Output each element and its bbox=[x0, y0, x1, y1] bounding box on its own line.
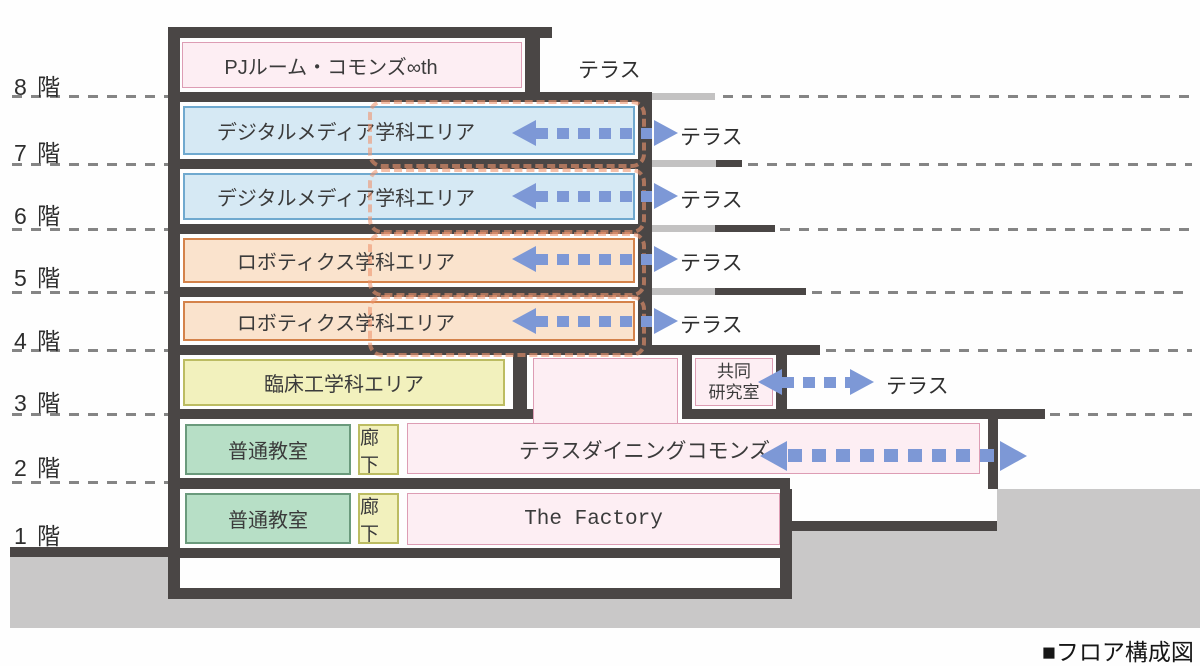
room-2f-corridor: 廊下 bbox=[358, 424, 399, 476]
arrowhead-right-icon-3f bbox=[850, 369, 874, 395]
arrow-dashes-3f bbox=[782, 377, 850, 388]
arrow-dashes-7f bbox=[536, 128, 652, 139]
arrowhead-right-icon-7f bbox=[654, 120, 678, 146]
floor-label-3f: 3 階 bbox=[14, 390, 63, 416]
wall-8f-right bbox=[525, 27, 540, 102]
room-2f-corridor-label: 廊下 bbox=[360, 427, 380, 476]
room-1f-corridor-label: 廊下 bbox=[360, 496, 380, 545]
room-1f-corridor: 廊下 bbox=[358, 493, 399, 545]
arrow-dashes-5f bbox=[536, 254, 652, 265]
ground-left bbox=[10, 557, 168, 628]
room-5f-robotics-label: ロボティクス学科エリア bbox=[236, 252, 456, 274]
room-1f-classroom: 普通教室 bbox=[185, 493, 351, 544]
room-8f-pj-commons-label: PJルーム・コモンズ∞th bbox=[224, 56, 438, 79]
slab-3f-left bbox=[168, 409, 533, 419]
floor-label-4f: 4 階 bbox=[14, 328, 63, 354]
level-line-5f-left bbox=[12, 291, 168, 294]
slab-4f bbox=[168, 345, 820, 355]
arrowhead-left-icon-3f bbox=[758, 369, 782, 395]
slab-6f bbox=[168, 224, 652, 234]
level-line-7f-left bbox=[12, 163, 168, 166]
wall-left bbox=[168, 27, 180, 599]
ground-right bbox=[997, 489, 1200, 628]
room-3f-joint-lab-line2: 研究室 bbox=[708, 383, 760, 402]
terrace-slab-5f-tip bbox=[715, 288, 806, 295]
room-1f-factory-label: The Factory bbox=[524, 507, 663, 531]
arrow-dashes-6f bbox=[536, 191, 652, 202]
wall-3f-right bbox=[513, 345, 527, 419]
floor-label-8f: 8 階 bbox=[14, 74, 63, 100]
slab-3f-right-canopy bbox=[682, 409, 1045, 419]
level-line-7f-right bbox=[748, 163, 1192, 166]
room-7f-digital-media: デジタルメディア学科エリア bbox=[183, 106, 635, 155]
slab-1f bbox=[168, 548, 792, 558]
room-6f-digital-media-label: デジタルメディア学科エリア bbox=[216, 188, 476, 210]
diagram-caption: ■フロア構成図 bbox=[1042, 639, 1194, 665]
terrace-label-7f: テラス bbox=[680, 126, 743, 149]
floor-label-1f: 1 階 bbox=[14, 523, 63, 549]
ground-line-left bbox=[10, 547, 168, 557]
arrowhead-left-icon-2f bbox=[760, 441, 787, 471]
terrace-label-6f: テラス bbox=[680, 189, 743, 212]
level-line-5f-right bbox=[812, 291, 1192, 294]
room-3f-clinical-eng-label: 臨床工学科エリア bbox=[264, 374, 424, 396]
level-line-6f-left bbox=[12, 228, 168, 231]
arrow-dashes-4f bbox=[536, 316, 652, 327]
terrace-label-8f: テラス bbox=[578, 59, 641, 82]
level-line-4f-right bbox=[826, 349, 1192, 352]
level-line-8f-right bbox=[723, 95, 1192, 98]
room-4f-robotics-label: ロボティクス学科エリア bbox=[236, 312, 456, 335]
level-line-6f-right bbox=[780, 228, 1192, 231]
room-1f-factory: The Factory bbox=[407, 493, 780, 545]
terrace-label-5f: テラス bbox=[680, 252, 743, 275]
terrace-slab-5f bbox=[652, 288, 715, 295]
terrace-slab-6f bbox=[652, 225, 715, 232]
arrowhead-right-icon-5f bbox=[654, 246, 678, 272]
terrace-label-4f: テラス bbox=[680, 314, 743, 337]
arrowhead-right-icon-2f bbox=[1000, 441, 1027, 471]
floor-label-2f: 2 階 bbox=[14, 455, 63, 481]
level-line-2f-left bbox=[12, 481, 168, 484]
terrace-slab-6f-tip bbox=[715, 225, 775, 232]
room-8f-pj-commons: PJルーム・コモンズ∞th bbox=[182, 42, 522, 88]
room-2f-commons-label-wrap: テラスダイニングコモンズ bbox=[407, 437, 882, 463]
arrowhead-left-icon-5f bbox=[512, 246, 536, 272]
terrace-slab-7f bbox=[652, 160, 716, 167]
floor-label-6f: 6 階 bbox=[14, 203, 63, 229]
room-2f-commons-lower bbox=[407, 423, 980, 474]
floor-label-7f: 7 階 bbox=[14, 140, 63, 166]
room-1f-classroom-label: 普通教室 bbox=[228, 510, 308, 532]
slab-5f bbox=[168, 287, 652, 297]
room-2f-commons-label: テラスダイニングコモンズ bbox=[518, 440, 771, 463]
level-line-4f-left bbox=[12, 349, 168, 352]
level-line-3f-left bbox=[12, 413, 168, 416]
room-3f-joint-lab-line1: 共同 bbox=[717, 361, 751, 381]
arrowhead-right-icon-4f bbox=[654, 308, 678, 334]
level-line-3f-right bbox=[1050, 413, 1192, 416]
wall-factory-right bbox=[780, 489, 792, 599]
ground-under-building bbox=[168, 599, 792, 628]
terrace-slab-7f-tip bbox=[716, 160, 742, 167]
slab-2f bbox=[168, 478, 790, 489]
floor-label-5f: 5 階 bbox=[14, 265, 63, 291]
terrace-label-3f: テラス bbox=[886, 375, 949, 398]
slab-8f bbox=[168, 92, 652, 102]
ground-mid-right bbox=[790, 531, 997, 628]
arrowhead-left-icon-6f bbox=[512, 183, 536, 209]
arrow-dashes-2f bbox=[788, 449, 996, 462]
roof-slab bbox=[168, 27, 552, 38]
wall-lab-left bbox=[682, 345, 692, 419]
slab-basement bbox=[168, 588, 792, 599]
room-2f-commons-upper bbox=[533, 358, 678, 425]
arrowhead-left-icon-7f bbox=[512, 120, 536, 146]
room-2f-classroom-label: 普通教室 bbox=[228, 441, 308, 463]
slab-mid-terrace bbox=[790, 521, 997, 531]
level-line-8f-left bbox=[12, 95, 168, 98]
room-7f-digital-media-label: デジタルメディア学科エリア bbox=[216, 122, 476, 144]
room-3f-clinical-eng: 臨床工学科エリア bbox=[183, 359, 505, 406]
terrace-slab-8f bbox=[652, 93, 715, 100]
arrowhead-left-icon-4f bbox=[512, 308, 536, 334]
room-2f-classroom: 普通教室 bbox=[185, 424, 351, 475]
arrowhead-right-icon-6f bbox=[654, 183, 678, 209]
